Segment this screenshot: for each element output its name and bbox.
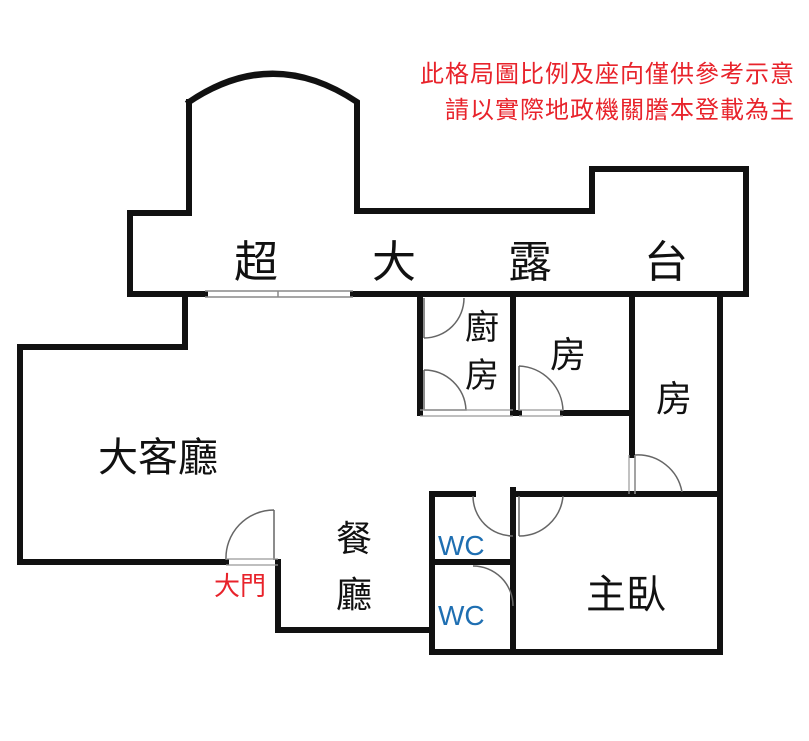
kitchen-label: 廚房 xyxy=(465,308,499,396)
kitchen-wall xyxy=(417,291,516,416)
bedroom-2-label: 房 xyxy=(656,379,693,420)
kitchen-lower-door-swing xyxy=(423,369,467,411)
terrace-label-char-4: 台 xyxy=(644,237,688,288)
main-door-label: 大門 xyxy=(214,572,267,602)
disclaimer-line-2: 請以實際地政機關謄本登載為主 xyxy=(445,96,795,124)
bedroom2-wall xyxy=(629,410,723,497)
bedroom2-door-swing xyxy=(634,454,683,494)
kitchen-door-swing xyxy=(423,297,465,339)
outer-wall xyxy=(17,99,229,565)
dining-room-label: 餐廳 xyxy=(335,519,372,616)
bedroom1-door-swing xyxy=(518,365,564,412)
wc-bottom-door-swing xyxy=(472,565,514,607)
wc-divider xyxy=(510,487,723,655)
master-bedroom-label: 主臥 xyxy=(586,572,666,618)
terrace-label-char-2: 大 xyxy=(372,237,416,288)
living-room-label: 大客廳 xyxy=(98,435,218,481)
main-door-swing xyxy=(225,509,275,561)
right-wall xyxy=(510,291,723,655)
wc-top-door-swing xyxy=(472,495,514,537)
disclaimer-line-1: 此格局圖比例及座向僅供參考示意 xyxy=(420,60,795,88)
terrace-label-char-1: 超 xyxy=(234,237,278,288)
wc-top-label: WC xyxy=(438,530,485,561)
terrace-arch xyxy=(184,70,749,297)
terrace-label-char-3: 露 xyxy=(508,237,552,288)
bedroom-1-label: 房 xyxy=(550,335,587,376)
wc-bottom-wall xyxy=(429,559,516,655)
wc-bottom-label: WC xyxy=(438,600,485,631)
master-door-swing xyxy=(518,495,564,537)
